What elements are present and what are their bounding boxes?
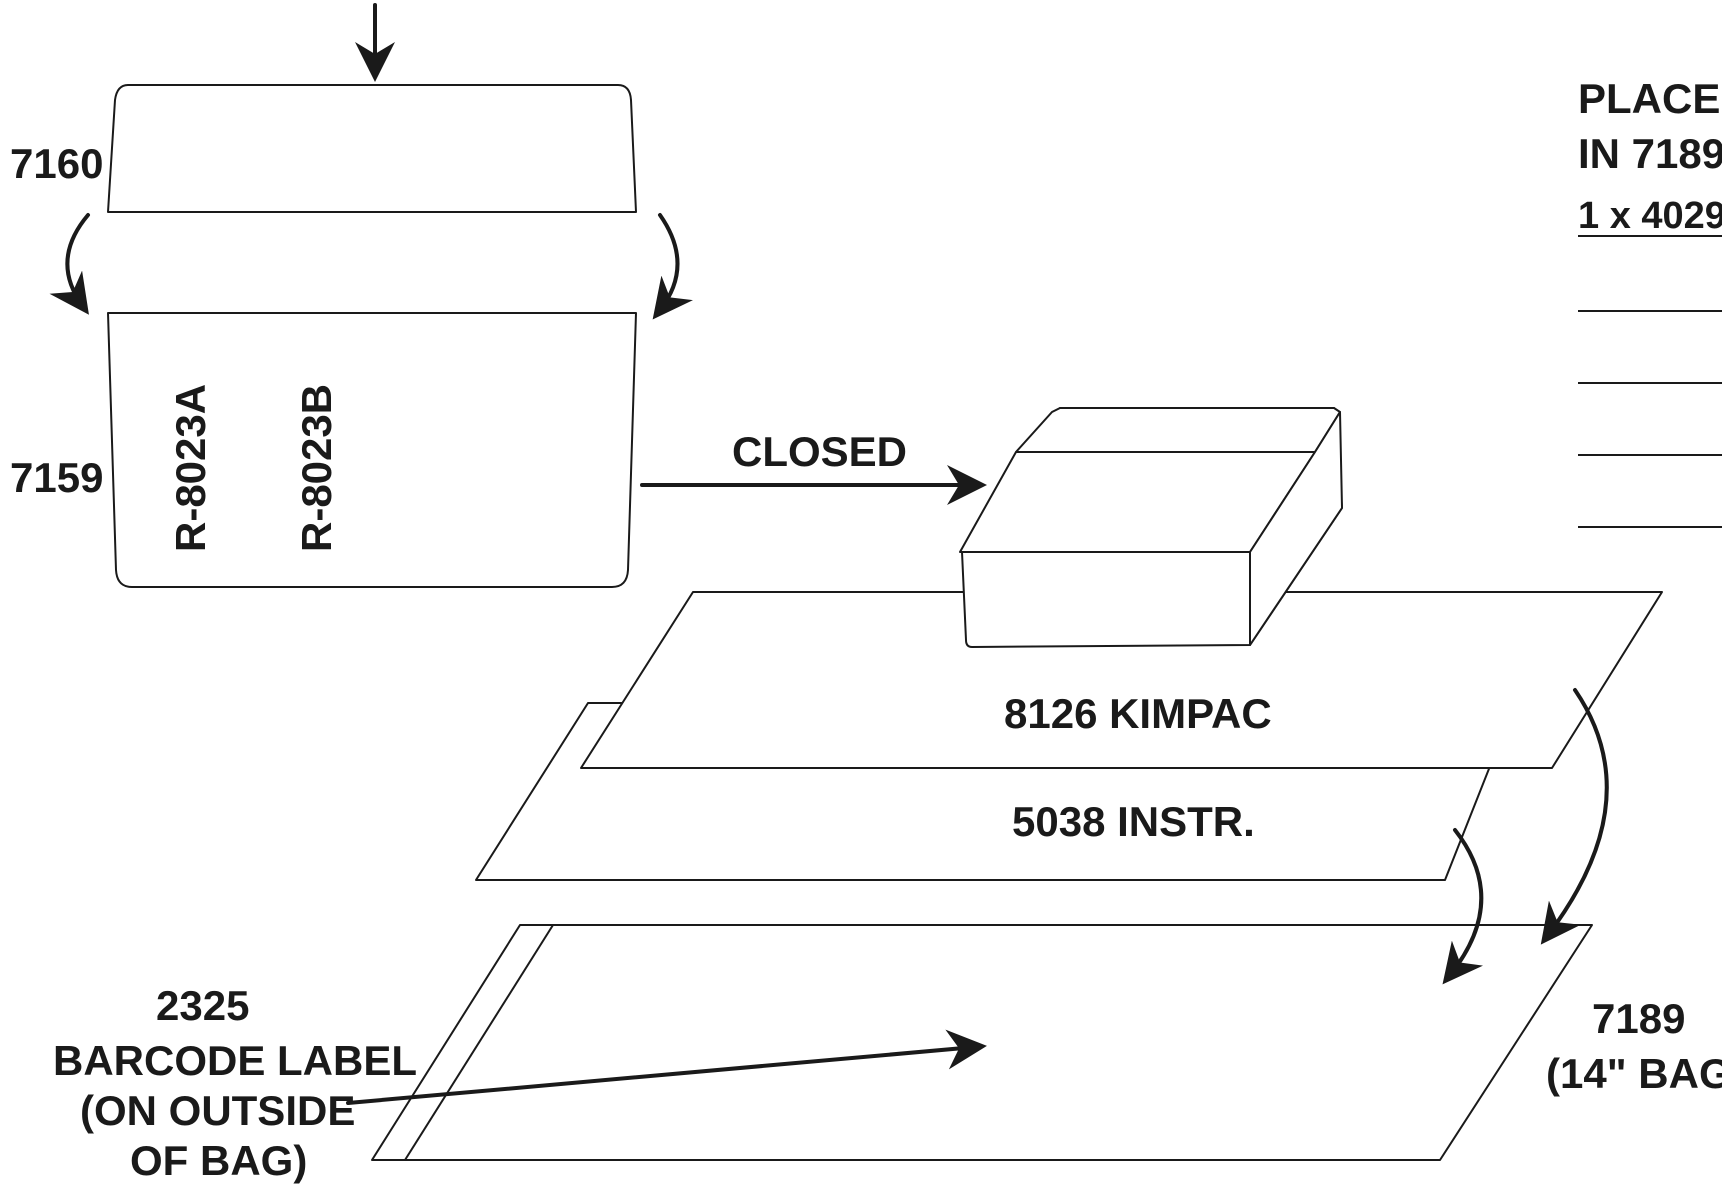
barcode-title-label: BARCODE LABEL	[53, 1037, 417, 1084]
barcode-arrow	[346, 1029, 987, 1105]
base-label-b: R-8023B	[293, 384, 340, 552]
closed-label: CLOSED	[732, 428, 907, 475]
barcode-note-line2: OF BAG)	[130, 1137, 307, 1184]
base-7159	[107, 312, 637, 588]
instructions-line1: PLACE M	[1578, 75, 1722, 122]
instr-label: 5038 INSTR.	[1012, 798, 1255, 845]
barcode-part-label: 2325	[156, 982, 249, 1029]
instr-into-bag-arrow	[1442, 828, 1484, 985]
kimpac-sheet	[580, 591, 1663, 769]
kimpac-into-bag-arrow	[1540, 688, 1609, 945]
bag-seal-line	[404, 924, 554, 1161]
close-arrow-left	[49, 213, 90, 315]
kimpac-label: 8126 KIMPAC	[1004, 690, 1272, 737]
bag-desc-label: (14" BAG)	[1546, 1050, 1722, 1097]
base-part-label: 7159	[10, 454, 103, 501]
bag-7189	[371, 924, 1593, 1161]
lid-7160	[107, 84, 637, 213]
barcode-note-line1: (ON OUTSIDE	[80, 1087, 355, 1134]
closed-box	[959, 407, 1343, 648]
instructions-line2: IN 7189	[1578, 130, 1722, 177]
close-arrow-right	[652, 213, 693, 320]
bag-part-label: 7189	[1592, 995, 1685, 1042]
instructions-line3: 1 x 4029	[1578, 195, 1722, 237]
base-label-a: R-8023A	[167, 384, 214, 552]
lid-part-label: 7160	[10, 140, 103, 187]
